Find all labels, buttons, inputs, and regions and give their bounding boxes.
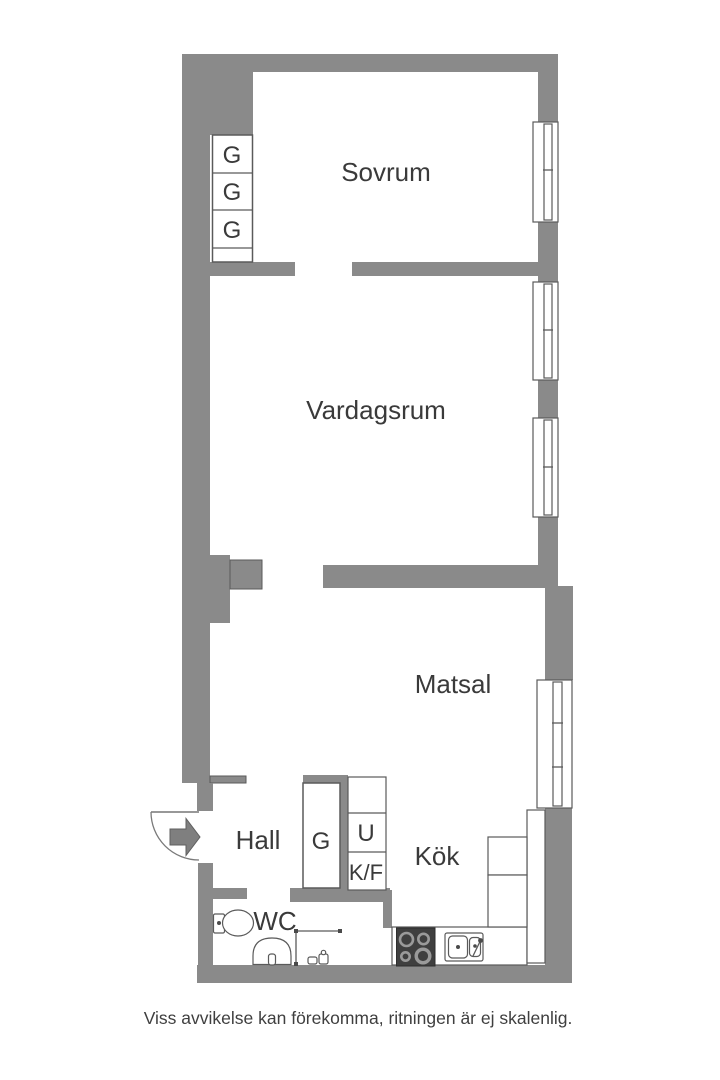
closet-label-kf: K/F xyxy=(349,860,383,885)
wall-divider1-left xyxy=(210,262,295,276)
toilet-icon xyxy=(212,909,255,937)
wall-g-top xyxy=(303,775,342,783)
kitchen-cabinet-lower xyxy=(487,874,528,928)
room-label-vardagsrum: Vardagsrum xyxy=(306,395,446,425)
wall-hall-stub xyxy=(209,775,247,784)
kitchen-fixtures xyxy=(391,809,546,967)
window-sovrum xyxy=(532,121,559,223)
room-label-wc: WC xyxy=(253,906,296,936)
kitchen-cabinet-upper xyxy=(487,836,528,876)
wall-matsal-right xyxy=(545,586,573,680)
wall-pier-stub xyxy=(229,559,263,590)
wall-right-3 xyxy=(538,380,558,418)
hall-wardrobe-box xyxy=(302,782,341,889)
wall-bottom xyxy=(197,965,572,983)
utility-column-box xyxy=(347,776,387,891)
wall-right-1 xyxy=(538,72,558,122)
sovrum-closets xyxy=(211,134,254,263)
wall-vardagsrum-bottom xyxy=(323,565,558,588)
sink-icon xyxy=(444,932,484,962)
window-matsal xyxy=(536,679,573,809)
small-items-icon xyxy=(307,949,329,965)
wall-left-above-door xyxy=(197,783,213,811)
room-labels: Sovrum Vardagsrum Matsal Kök Hall WC G G… xyxy=(223,142,492,936)
walls xyxy=(182,54,573,983)
closet-label-g3: G xyxy=(223,217,242,244)
shower-boundary-line xyxy=(294,929,342,966)
windows xyxy=(532,121,573,809)
stove-icon xyxy=(396,927,436,967)
wall-right-2 xyxy=(538,222,558,282)
closet-label-g1: G xyxy=(223,142,242,169)
wall-left-mid xyxy=(182,623,210,783)
closet-label-g-hall: G xyxy=(312,828,331,855)
wall-right-4 xyxy=(538,517,558,566)
washbasin-icon xyxy=(252,937,292,966)
wall-left-upper xyxy=(182,72,210,556)
closet-label-u: U xyxy=(357,820,374,847)
kitchen-tall-cabinet xyxy=(526,809,546,964)
closet-label-g2: G xyxy=(223,179,242,206)
room-label-sovrum: Sovrum xyxy=(341,157,431,187)
room-label-matsal: Matsal xyxy=(415,669,492,699)
room-label-hall: Hall xyxy=(236,825,281,855)
wall-left-pier xyxy=(182,555,230,623)
window-vardagsrum-1 xyxy=(532,281,559,381)
wall-wc-stub xyxy=(213,888,247,899)
wc-fixtures xyxy=(212,909,342,966)
wall-divider1-right xyxy=(352,262,538,276)
window-vardagsrum-2 xyxy=(532,417,559,518)
footer-disclaimer: Viss avvikelse kan förekomma, ritningen … xyxy=(144,1008,573,1028)
room-label-kok: Kök xyxy=(415,841,461,871)
entrance-arrow-icon xyxy=(169,817,201,857)
wall-left-below-door xyxy=(198,863,213,966)
wall-kitchen-right xyxy=(545,808,572,966)
wall-g-right xyxy=(340,775,348,897)
hall-closets xyxy=(302,776,387,891)
wall-below-kf xyxy=(383,890,392,928)
door-swing-arc xyxy=(150,811,200,861)
wall-top xyxy=(182,54,558,72)
entrance-door xyxy=(150,811,201,861)
